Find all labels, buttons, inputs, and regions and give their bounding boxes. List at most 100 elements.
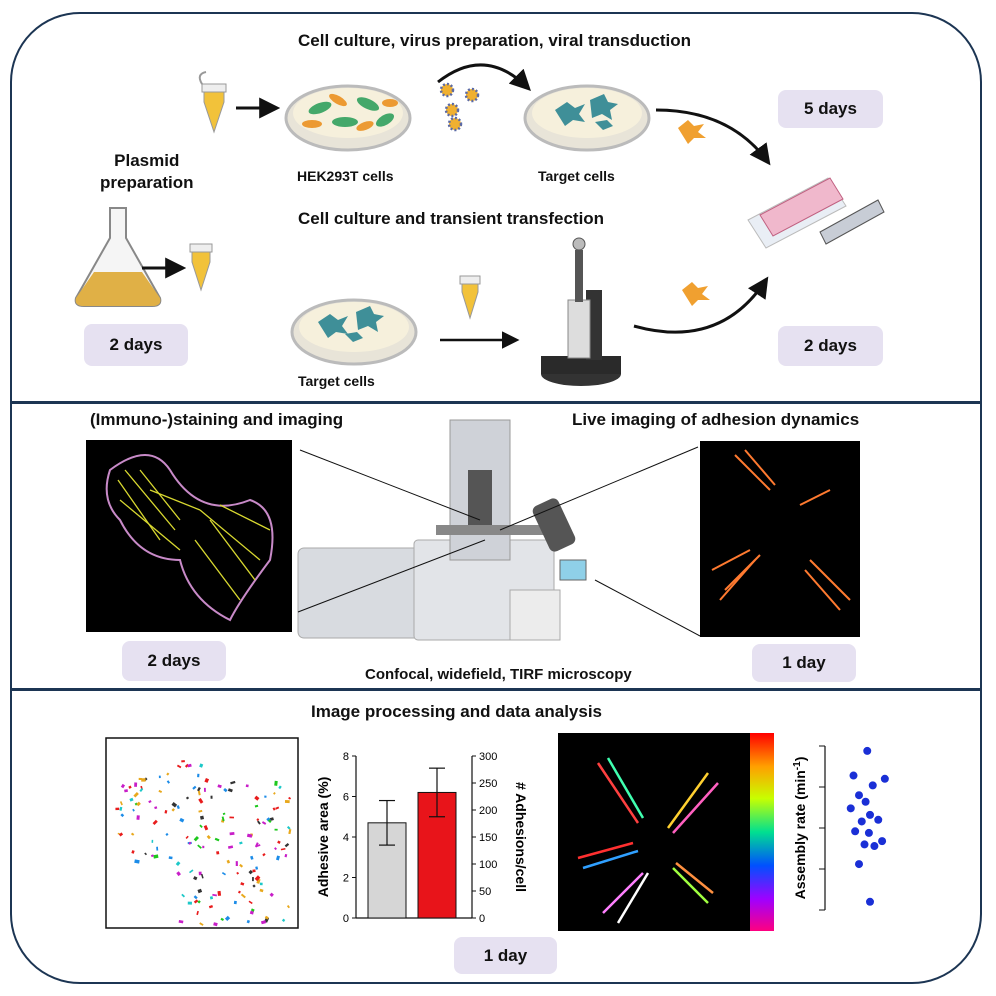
adhesion-segment: [264, 795, 267, 798]
adhesion-segment: [216, 851, 220, 855]
title-analysis: Image processing and data analysis: [311, 702, 603, 721]
scatter-point: [849, 771, 858, 780]
adhesion-segment: [166, 780, 171, 784]
scatter-point: [870, 842, 879, 851]
adhesion-segment: [217, 784, 222, 789]
adhesion-segment: [252, 877, 254, 882]
flask-icon: [74, 207, 162, 307]
adhesion-segment: [193, 899, 199, 904]
adhesion-segment: [188, 841, 192, 845]
y-tick-label: 0: [343, 913, 349, 925]
adhesion-segment: [213, 922, 218, 927]
adhesion-segment: [220, 917, 225, 922]
scatter-point: [863, 746, 872, 755]
badge-1-day-bottom: 1 day: [454, 937, 557, 974]
target-label-1: Target cells: [538, 168, 615, 184]
adhesion-segment: [144, 852, 148, 856]
adhesion-segment: [267, 819, 272, 823]
adhesion-segment: [197, 844, 202, 849]
adhesion-segment: [281, 918, 286, 922]
adhesion-segment: [261, 821, 267, 825]
adhesion-segment: [250, 908, 255, 912]
adhesion-segment: [120, 783, 126, 789]
adhesion-segment: [119, 806, 123, 811]
adhesion-segment: [284, 843, 290, 848]
hek-dish-icon: [284, 84, 412, 152]
adhesion-segment: [250, 855, 254, 860]
y-tick-label: 6: [343, 792, 349, 804]
arrow-3: [655, 108, 771, 166]
scatter-point: [866, 897, 874, 906]
scatter-point: [868, 781, 877, 790]
adhesion-segment: [197, 786, 201, 792]
adhesion-segment: [196, 910, 199, 916]
top-illustrations: [74, 63, 885, 386]
adhesion-segment: [179, 817, 185, 823]
tube-icon-1: [198, 71, 227, 134]
adhesion-segment: [252, 869, 256, 873]
y2-tick-label: 100: [479, 859, 497, 871]
adhesion-segment: [236, 871, 240, 875]
adhesion-segment: [212, 893, 217, 897]
adhesion-segment: [272, 807, 276, 811]
adhesion-segment: [203, 787, 206, 792]
adhesion-segment: [204, 777, 210, 783]
adhesion-segment: [233, 900, 237, 905]
virus-icons: [439, 82, 480, 132]
adhesion-segment: [171, 808, 175, 812]
outer-frame: [10, 12, 982, 984]
adhesion-segment: [254, 795, 260, 801]
title-transfection: Cell culture and transient transfection: [298, 209, 605, 228]
adhesion-segment: [171, 802, 178, 808]
adhesion-segment: [280, 847, 286, 851]
adhesion-segment: [274, 780, 278, 786]
adhesion-segment: [222, 812, 226, 815]
adhesion-segment: [284, 800, 290, 804]
y-axis-label: Adhesive area (%): [315, 777, 331, 898]
adhesion-segment: [259, 882, 263, 886]
adhesion-segment: [257, 820, 261, 825]
adhesion-segment: [187, 901, 192, 905]
adhesion-segment: [256, 876, 260, 881]
scatter-point: [855, 860, 863, 869]
adhesion-segment: [178, 919, 184, 924]
adhesion-segment: [199, 763, 204, 768]
segmentation-image: [105, 737, 299, 929]
adhesion-segment: [120, 813, 125, 818]
badge-2-days-middle: 2 days: [122, 641, 226, 681]
adhesion-segment: [246, 833, 253, 838]
adhesion-segment: [197, 900, 201, 904]
adhesion-segment: [240, 893, 246, 899]
adhesion-segment: [198, 797, 204, 804]
scatter-chart: Assembly rate (min-1): [792, 745, 889, 911]
adhesion-segment: [153, 854, 159, 859]
adhesion-segment: [151, 839, 154, 843]
adhesion-segment: [176, 871, 181, 877]
adhesion-segment: [129, 797, 134, 802]
adhesion-segment: [227, 788, 233, 793]
y2-tick-label: 300: [479, 751, 497, 763]
adhesion-segment: [165, 832, 169, 837]
scatter-point: [874, 815, 883, 824]
adhesion-segment: [192, 785, 197, 790]
adhesion-segment: [286, 905, 291, 909]
adhesion-segment: [239, 841, 243, 845]
scatter-point: [866, 810, 874, 819]
microscope-icon: [297, 419, 587, 641]
adhesion-segment: [262, 852, 266, 857]
adhesion-segment: [277, 840, 281, 844]
y2-tick-label: 0: [479, 913, 485, 925]
scatter-point: [855, 791, 863, 800]
adhesion-segment: [193, 895, 198, 900]
middle-illustrations: [86, 419, 860, 641]
adhesion-segment: [221, 816, 225, 822]
adhesion-segment: [227, 845, 234, 849]
y-tick-label: 4: [343, 832, 349, 844]
adhesion-segment: [198, 809, 203, 813]
y-tick-label: 8: [343, 751, 349, 763]
adhesion-segment: [278, 785, 282, 790]
adhesion-segment: [239, 863, 244, 868]
staining-image: [86, 440, 292, 632]
adhesion-segment: [229, 816, 235, 819]
